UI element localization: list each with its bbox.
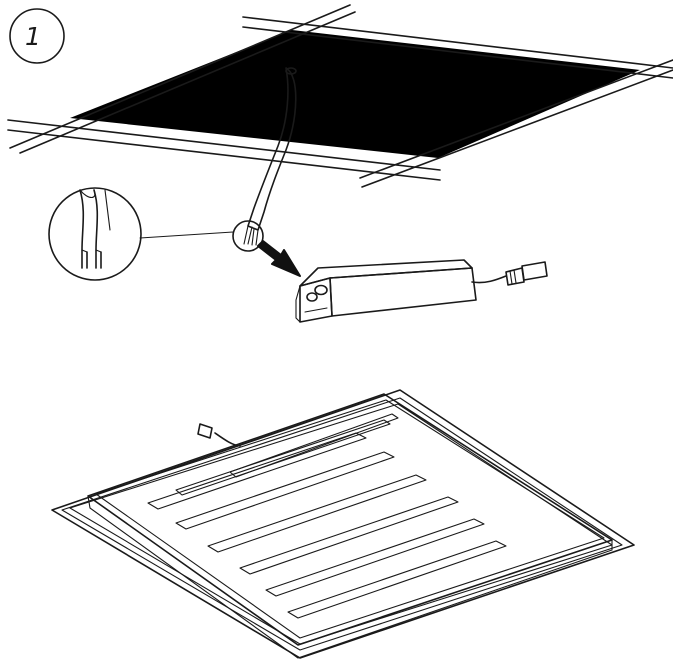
ceiling-opening-icon (7, 4, 673, 188)
led-driver-icon (295, 259, 548, 323)
led-panel-icon (51, 389, 635, 659)
step-number: 1 (25, 22, 41, 51)
wire-detail-icon (48, 187, 264, 281)
step-badge: 1 (9, 8, 65, 64)
connect-arrow-icon (257, 240, 301, 277)
mains-cable-icon (243, 67, 297, 246)
